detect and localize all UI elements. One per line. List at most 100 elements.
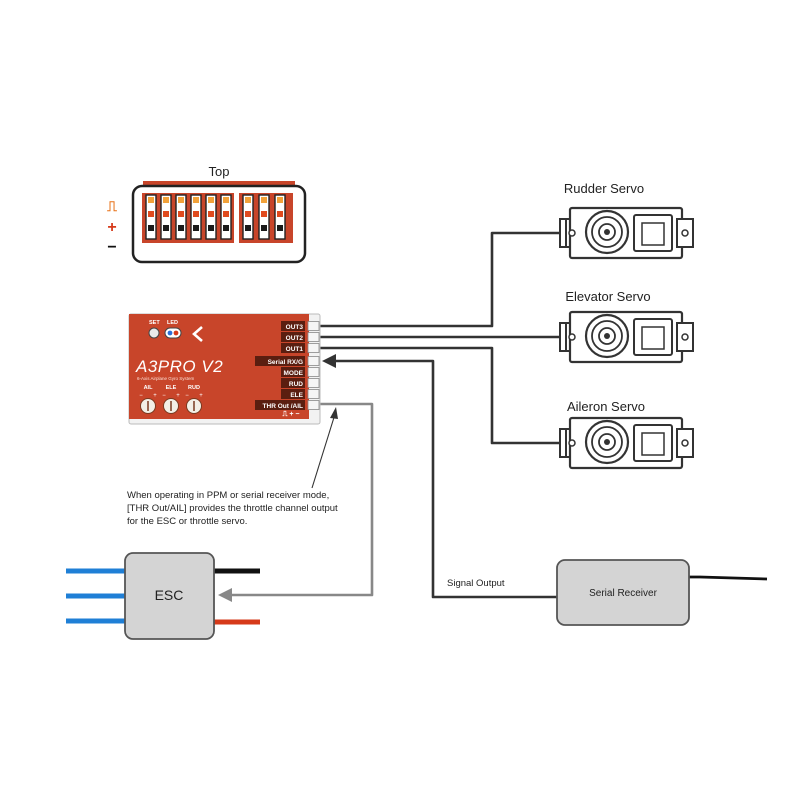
pin bbox=[178, 225, 184, 231]
pin bbox=[245, 197, 251, 203]
wires bbox=[218, 231, 768, 602]
signal-output-label: Signal Output bbox=[447, 578, 505, 589]
port-label-bg bbox=[281, 389, 305, 399]
minus-symbol: − bbox=[107, 239, 116, 256]
knob-minus: − bbox=[185, 393, 189, 399]
wire-thr-esc bbox=[232, 402, 374, 597]
knob-minus: − bbox=[162, 393, 166, 399]
knob-label: ELE bbox=[166, 385, 177, 391]
esc: ESC bbox=[66, 552, 260, 640]
port-sockets bbox=[307, 321, 320, 410]
pin bbox=[223, 197, 229, 203]
top-view: Top ⎍ + − bbox=[107, 164, 307, 264]
port-label: OUT3 bbox=[286, 324, 304, 331]
note-line-1: When operating in PPM or serial receiver… bbox=[127, 490, 329, 501]
port-label: RUD bbox=[289, 381, 303, 388]
port-socket bbox=[307, 367, 320, 377]
knob-plus: + bbox=[176, 393, 180, 399]
port-label-bg bbox=[281, 321, 305, 331]
wire-out3-rudder bbox=[318, 231, 565, 328]
servo-aileron: Aileron Servo bbox=[558, 399, 695, 470]
pin bbox=[193, 197, 199, 203]
port-socket bbox=[307, 400, 320, 410]
servo-rudder: Rudder Servo bbox=[558, 181, 695, 260]
pin bbox=[148, 211, 154, 217]
servo-elevator-label: Elevator Servo bbox=[565, 289, 650, 304]
pin bbox=[208, 211, 214, 217]
callout-arrow bbox=[330, 407, 338, 419]
knob-minus: − bbox=[139, 393, 143, 399]
port-socket bbox=[307, 332, 320, 342]
set-button[interactable] bbox=[148, 327, 160, 339]
pin bbox=[223, 225, 229, 231]
knob-label: RUD bbox=[188, 385, 200, 391]
servo-elevator: Elevator Servo bbox=[558, 289, 695, 364]
pin bbox=[163, 211, 169, 217]
led-window bbox=[164, 327, 182, 339]
receiver-box bbox=[556, 559, 690, 626]
signal-symbol: ⎍ bbox=[107, 198, 117, 214]
port-label-bg bbox=[281, 332, 305, 342]
pin bbox=[223, 211, 229, 217]
pin bbox=[208, 197, 214, 203]
pin bbox=[277, 225, 283, 231]
pin bbox=[163, 225, 169, 231]
pin bbox=[193, 225, 199, 231]
led-label: LED bbox=[167, 320, 178, 326]
pin bbox=[178, 197, 184, 203]
pin bbox=[261, 197, 267, 203]
pin bbox=[178, 211, 184, 217]
pin bbox=[193, 211, 199, 217]
model-subtitle: 6-Axis Airplane Gyro System bbox=[137, 376, 195, 381]
knob-label: AIL bbox=[144, 385, 154, 391]
port-socket bbox=[307, 378, 320, 388]
callout-line bbox=[311, 410, 337, 489]
pin bbox=[148, 225, 154, 231]
port-label: Serial RX/G bbox=[268, 359, 303, 366]
led-blue bbox=[167, 330, 173, 336]
model-name: A3PRO V2 bbox=[135, 357, 223, 376]
pin bbox=[163, 197, 169, 203]
port-label-bg bbox=[281, 378, 305, 388]
logo-icon bbox=[192, 326, 203, 342]
port-label-bg bbox=[281, 343, 305, 353]
pin bbox=[277, 197, 283, 203]
port-label: OUT2 bbox=[286, 335, 304, 342]
receiver-antenna bbox=[688, 575, 768, 581]
port-socket bbox=[307, 389, 320, 399]
servo-rudder-label: Rudder Servo bbox=[564, 181, 644, 196]
gain-knobs: AIL−+ELE−+RUD−+ bbox=[139, 385, 203, 414]
note: When operating in PPM or serial receiver… bbox=[127, 490, 338, 527]
esc-label: ESC bbox=[155, 587, 184, 603]
pin bbox=[245, 225, 251, 231]
top-view-orange-edge bbox=[143, 181, 295, 186]
servo-aileron-label: Aileron Servo bbox=[567, 399, 645, 414]
arrow-esc bbox=[218, 588, 232, 602]
top-view-title: Top bbox=[209, 164, 230, 179]
port-socket bbox=[307, 343, 320, 353]
pin bbox=[245, 211, 251, 217]
port-label-bg bbox=[281, 367, 305, 377]
controller: SET LED A3PRO V2 6-Axis Airplane Gyro Sy… bbox=[128, 313, 321, 425]
port-label-bg bbox=[255, 400, 305, 410]
pin-block-left bbox=[142, 193, 234, 243]
led-red bbox=[173, 330, 179, 336]
port-label: THR Out /AIL bbox=[263, 403, 303, 410]
pin bbox=[261, 225, 267, 231]
pin bbox=[261, 211, 267, 217]
wire-out1-aileron bbox=[318, 346, 565, 445]
pin bbox=[277, 211, 283, 217]
port-label: ELE bbox=[290, 392, 303, 399]
pin bbox=[208, 225, 214, 231]
port-label: OUT1 bbox=[286, 346, 304, 353]
pin-grid bbox=[145, 194, 286, 240]
note-line-3: for the ESC or throttle servo. bbox=[127, 516, 247, 527]
port-label: MODE bbox=[284, 370, 304, 377]
arrow-serial-rx bbox=[322, 354, 336, 368]
set-label: SET bbox=[149, 320, 160, 326]
knob-plus: + bbox=[199, 393, 203, 399]
port-label-bg bbox=[255, 356, 305, 366]
